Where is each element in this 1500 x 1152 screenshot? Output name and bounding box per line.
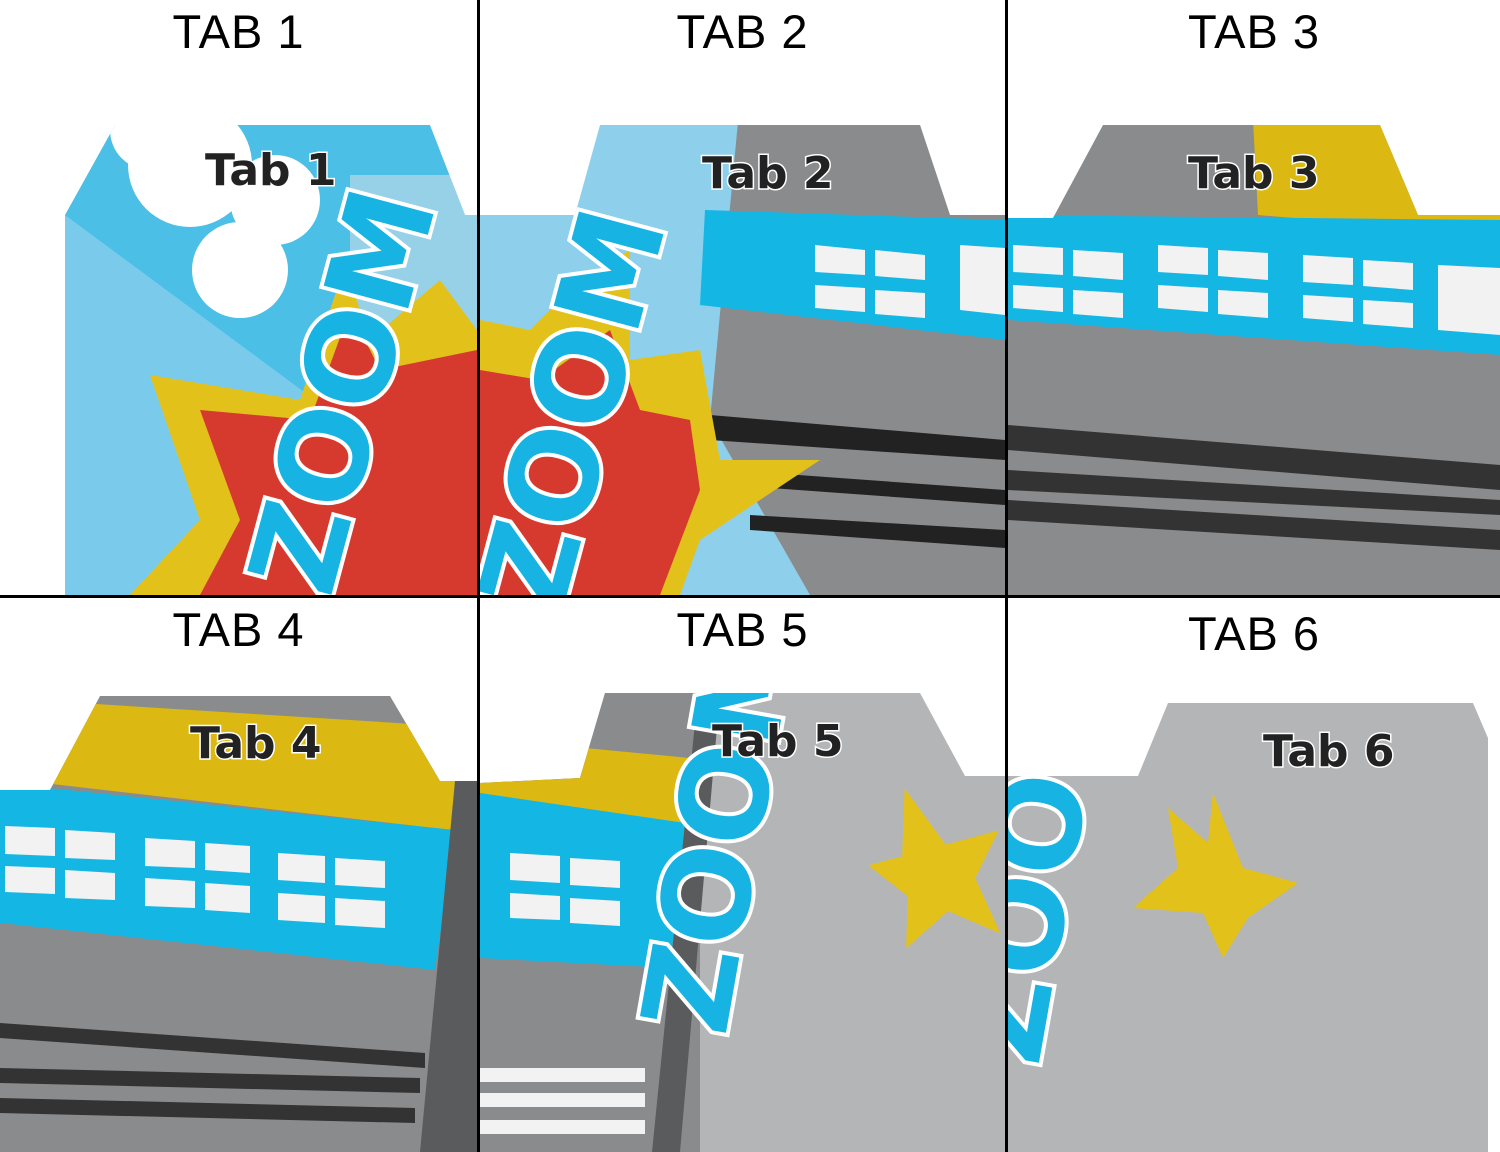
- divider-panel-2: TAB 2 ZOOM Tab 2: [480, 0, 1005, 595]
- panel-header: TAB 4: [172, 603, 305, 656]
- star-icon: [1133, 793, 1298, 958]
- grid-divider-horizontal: [0, 595, 1500, 598]
- panel-header: TAB 6: [1187, 607, 1321, 660]
- tab-divider-artwork: ZOOM Tab 6: [1008, 703, 1488, 1152]
- cloud-icon: [110, 125, 320, 318]
- tab-divider-artwork: ZOOM Tab 2: [480, 125, 1005, 595]
- panel-header: TAB 5: [676, 603, 809, 656]
- divider-panel-6: TAB 6 ZOOM Tab 6: [1008, 598, 1500, 1152]
- tab-label: Tab 4: [190, 718, 321, 769]
- grid-divider-vertical: [1005, 0, 1008, 1152]
- panel-header: TAB 1: [172, 5, 305, 58]
- divider-panel-3: TAB 3 Tab 3: [1008, 0, 1500, 595]
- divider-panel-5: TAB 5 ZOOM Tab 5: [480, 598, 1005, 1152]
- tab-label: Tab 1: [205, 145, 336, 196]
- tab-divider-artwork: Tab 3: [1008, 125, 1500, 595]
- tab-divider-artwork: ZOOM Tab 1: [65, 125, 477, 595]
- grid-divider-vertical: [477, 0, 480, 1152]
- tab-label: Tab 6: [1263, 726, 1394, 777]
- panel-header: TAB 3: [1187, 5, 1321, 58]
- divider-panel-1: TAB 1 ZOOM Tab 1: [0, 0, 477, 595]
- panel-header: TAB 2: [676, 5, 809, 58]
- divider-panel-4: TAB 4 Tab 4: [0, 598, 477, 1152]
- tab-label: Tab 2: [702, 148, 833, 199]
- tab-divider-artwork: Tab 4: [0, 696, 477, 1152]
- tab-label: Tab 3: [1188, 148, 1319, 199]
- tab-divider-artwork: ZOOM Tab 5: [480, 693, 1005, 1152]
- tab-label: Tab 5: [712, 716, 843, 767]
- star-icon: [868, 788, 1001, 949]
